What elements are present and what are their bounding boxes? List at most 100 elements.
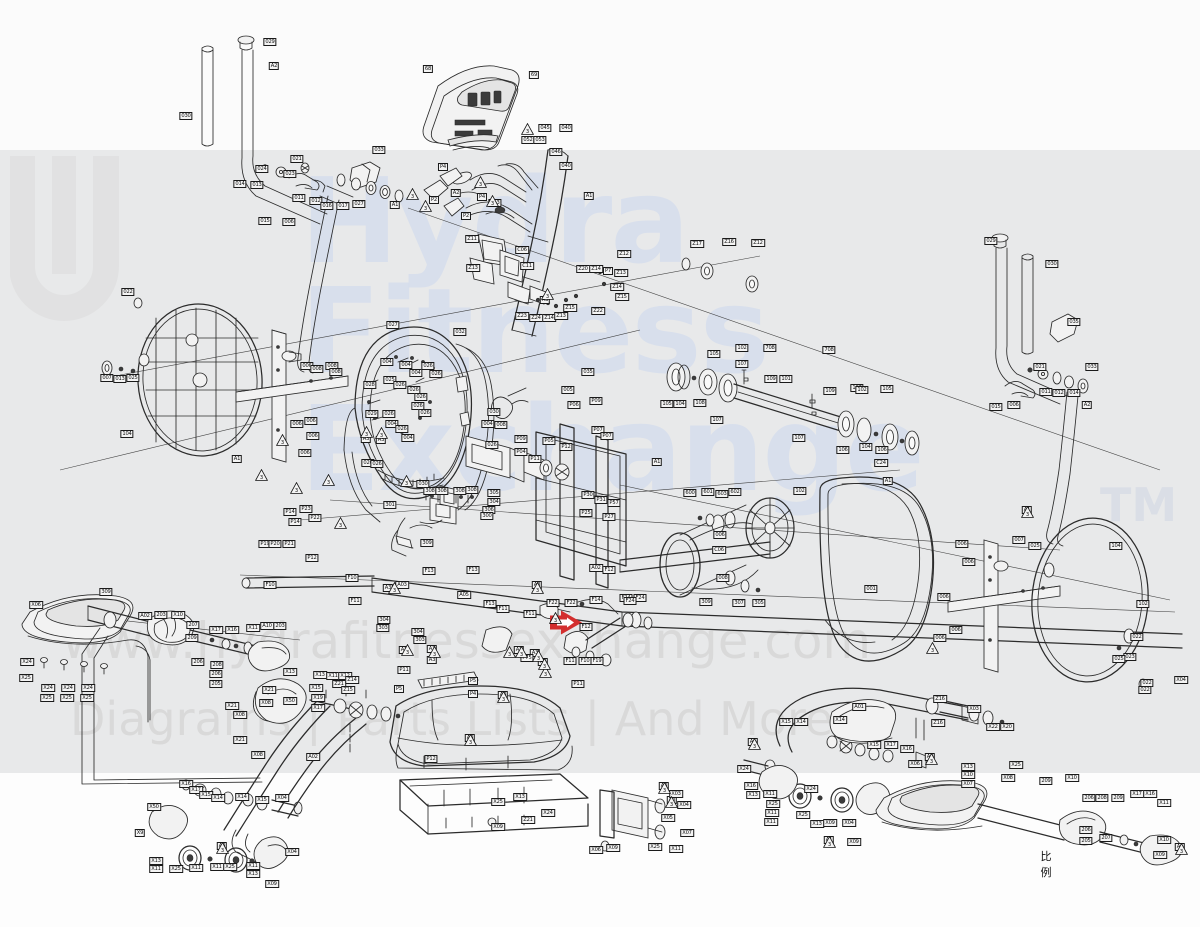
part-label[interactable]: 015 xyxy=(258,217,272,225)
part-label[interactable]: 105 xyxy=(880,385,894,393)
part-label[interactable]: A1 xyxy=(882,477,894,485)
part-label[interactable]: A2 xyxy=(450,189,462,197)
part-label[interactable]: X08 xyxy=(1001,774,1015,782)
part-label[interactable]: 006 xyxy=(955,540,969,548)
part-label[interactable]: 603 xyxy=(715,490,729,498)
part-label[interactable]: X17 xyxy=(209,626,223,634)
part-label[interactable]: 303 xyxy=(413,636,427,644)
part-label[interactable]: X50 xyxy=(283,697,297,705)
part-label[interactable]: X09 xyxy=(823,819,837,827)
part-label[interactable]: P5 xyxy=(393,685,405,693)
part-label[interactable]: F11 xyxy=(523,610,537,618)
part-label[interactable]: X04 xyxy=(842,819,856,827)
part-label[interactable]: X13 xyxy=(246,870,260,878)
part-label[interactable]: Z15 xyxy=(563,304,577,312)
part-label[interactable]: Z11 xyxy=(465,235,479,243)
part-label[interactable]: 206 xyxy=(209,670,223,678)
part-label[interactable]: X03 xyxy=(669,790,683,798)
part-label[interactable]: 008 xyxy=(329,368,343,376)
part-label[interactable]: 203 xyxy=(273,622,287,630)
part-label[interactable]: X16 xyxy=(1143,790,1157,798)
part-label[interactable]: 023 xyxy=(283,170,297,178)
part-label[interactable]: F14 xyxy=(589,596,603,604)
part-label[interactable]: F11 xyxy=(496,605,510,613)
part-label[interactable]: 006 xyxy=(304,417,318,425)
part-label[interactable]: X25 xyxy=(796,811,810,819)
part-label[interactable]: P7 xyxy=(602,267,614,275)
part-label[interactable]: 207 xyxy=(186,621,200,629)
part-label[interactable]: 102 xyxy=(1136,600,1150,608)
part-label[interactable]: Z17 xyxy=(690,240,704,248)
part-label[interactable]: 006 xyxy=(1007,401,1021,409)
part-label[interactable]: X25 xyxy=(80,694,94,702)
part-label[interactable]: P75 xyxy=(520,654,534,662)
part-label[interactable]: X25 xyxy=(60,694,74,702)
part-label[interactable]: 025 xyxy=(383,376,397,384)
part-label[interactable]: X10 xyxy=(1065,774,1079,782)
part-label[interactable]: P2 xyxy=(428,196,440,204)
part-label[interactable]: C11 xyxy=(520,262,534,270)
part-label[interactable]: 207 xyxy=(1099,834,1113,842)
part-label[interactable]: X11 xyxy=(246,624,260,632)
part-label[interactable]: 304 xyxy=(487,498,501,506)
part-label[interactable]: P06 xyxy=(567,401,581,409)
part-label[interactable]: 68 xyxy=(422,65,434,73)
part-label[interactable]: 006 xyxy=(933,634,947,642)
part-label[interactable]: 026 xyxy=(418,409,432,417)
part-label[interactable]: 017 xyxy=(336,202,350,210)
part-label[interactable]: Z20 xyxy=(576,265,590,273)
part-label[interactable]: X19 xyxy=(311,694,325,702)
part-label[interactable]: 026 xyxy=(429,370,443,378)
part-label[interactable]: X25 xyxy=(1009,761,1023,769)
part-label[interactable]: X14 xyxy=(794,718,808,726)
part-label[interactable]: Z13 xyxy=(466,264,480,272)
part-label[interactable]: X15 xyxy=(867,741,881,749)
part-label[interactable]: 305 xyxy=(487,489,501,497)
part-label[interactable]: 109 xyxy=(764,375,778,383)
part-label[interactable]: F24 xyxy=(623,597,637,605)
part-label[interactable]: 006 xyxy=(282,218,296,226)
part-label[interactable]: C06 xyxy=(515,246,529,254)
part-label[interactable]: 046 xyxy=(549,148,563,156)
part-label[interactable]: X04 xyxy=(677,801,691,809)
part-label[interactable]: X24 xyxy=(61,684,75,692)
part-label[interactable]: 104 xyxy=(673,400,687,408)
part-label[interactable]: X16 xyxy=(225,626,239,634)
part-label[interactable]: 026 xyxy=(411,402,425,410)
part-label[interactable]: Z16 xyxy=(722,238,736,246)
part-label[interactable]: 006 xyxy=(306,432,320,440)
part-label[interactable]: Z16 xyxy=(931,719,945,727)
part-label[interactable]: F22 xyxy=(564,599,578,607)
part-label[interactable]: Z15 xyxy=(615,293,629,301)
part-label[interactable]: X04 xyxy=(275,794,289,802)
part-label[interactable]: 026 xyxy=(414,393,428,401)
part-label[interactable]: 013 xyxy=(250,181,264,189)
part-label[interactable]: P31 xyxy=(594,496,608,504)
part-label[interactable]: 309 xyxy=(420,539,434,547)
part-label[interactable]: F13 xyxy=(483,600,497,608)
part-label[interactable]: X10 xyxy=(961,771,975,779)
part-label[interactable]: 007 xyxy=(1012,536,1026,544)
part-label[interactable]: 053 xyxy=(533,136,547,144)
part-label[interactable]: Z16 xyxy=(933,695,947,703)
part-label[interactable]: X11 xyxy=(189,864,203,872)
part-label[interactable]: 025 xyxy=(1112,655,1126,663)
part-label[interactable]: X09 xyxy=(606,844,620,852)
part-label[interactable]: 004 xyxy=(399,361,413,369)
part-label[interactable]: A05 xyxy=(457,591,471,599)
part-label[interactable]: X16 xyxy=(900,745,914,753)
part-label[interactable]: X24 xyxy=(541,809,555,817)
part-label[interactable]: X14 xyxy=(211,794,225,802)
part-label[interactable]: 104 xyxy=(1109,542,1123,550)
part-label[interactable]: 022 xyxy=(1130,633,1144,641)
part-label[interactable]: X11 xyxy=(669,845,683,853)
part-label[interactable]: A1 xyxy=(231,455,243,463)
part-label[interactable]: 030 xyxy=(179,112,193,120)
part-label[interactable]: Z13 xyxy=(554,312,568,320)
part-label[interactable]: 026 xyxy=(393,381,407,389)
part-label[interactable]: 105 xyxy=(707,350,721,358)
part-label[interactable]: X25 xyxy=(491,798,505,806)
part-label[interactable]: 209 xyxy=(1111,794,1125,802)
part-label[interactable]: X17 xyxy=(884,741,898,749)
part-label[interactable]: X13 xyxy=(313,671,327,679)
